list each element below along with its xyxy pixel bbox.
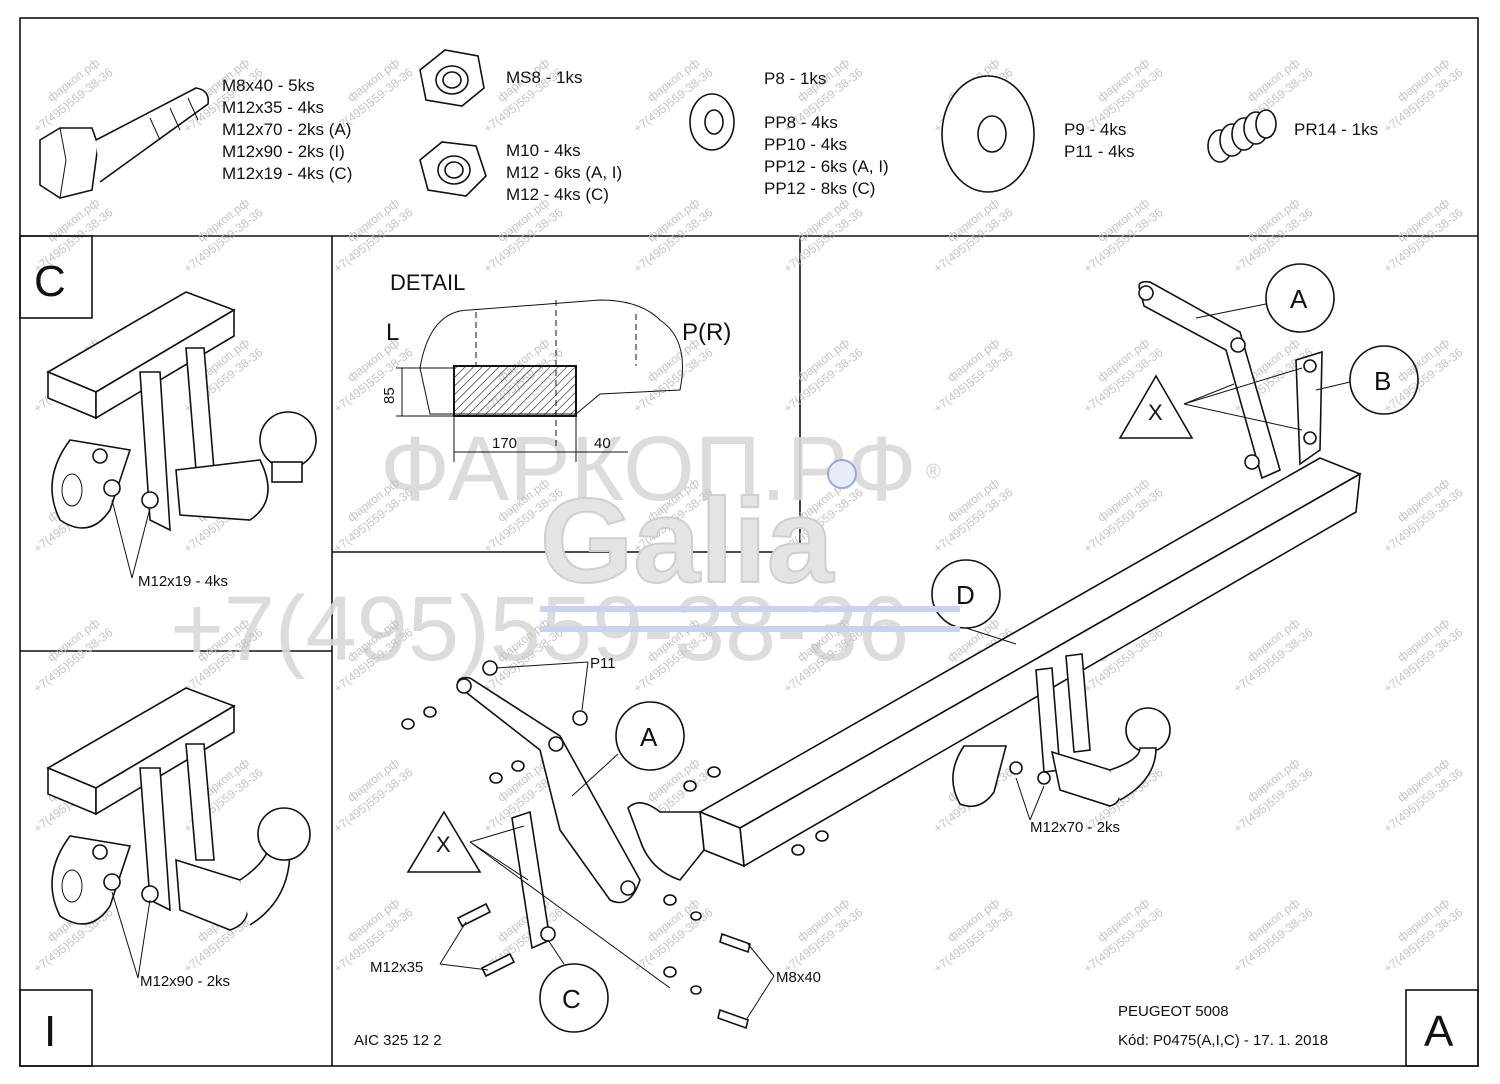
bolt-icon [39,87,210,199]
hardware-row: M8x40 - 5ks M12x35 - 4ks M12x70 - 2ks (A… [39,49,1378,204]
detail-dim-offset: 40 [594,435,611,452]
detail-title: DETAIL [390,270,465,295]
watermark-tile: фаркоп.рф+7(495)559-38-36 [1381,895,1466,975]
hitch-c-drawing [46,291,317,532]
callout-d: D [956,580,975,610]
watermark-brand-cyr: ФАРКОП.РФ [380,418,917,520]
watermark-tile: фаркоп.рф+7(495)559-38-36 [31,55,116,135]
panel-c: C M12x19 - 4ks [19,235,317,590]
nut-ms8-label: MS8 - 1ks [506,68,583,87]
bolts-line-2: M12x35 - 4ks [222,98,324,117]
watermark-tile: фаркоп.рф+7(495)559-38-36 [1231,195,1316,275]
washer-small-line-5: PP12 - 8ks (C) [764,179,875,198]
nuts-line-1: M10 - 4ks [506,141,581,160]
washer-large-line-1: P9 - 4ks [1064,120,1126,139]
watermark-tile: фаркоп.рф+7(495)559-38-36 [931,335,1016,415]
bolts-line-4: M12x90 - 2ks (I) [222,142,345,161]
watermark-tile: фаркоп.рф+7(495)559-38-36 [1381,195,1466,275]
nuts-line-3: M12 - 4ks (C) [506,185,609,204]
main-assembly [401,280,1362,1030]
brand-reg: ® [926,461,941,483]
detail-panel: DETAIL L P(R) 85 170 40 [381,270,731,462]
watermark-tile: фаркоп.рф+7(495)559-38-36 [181,755,266,835]
watermark-tile: фаркоп.рф+7(495)559-38-36 [1231,615,1316,695]
bolts-line-1: M8x40 - 5ks [222,76,315,95]
watermark-tile: фаркоп.рф+7(495)559-38-36 [1231,755,1316,835]
watermark-tile: фаркоп.рф+7(495)559-38-36 [931,195,1016,275]
watermark-tile: фаркоп.рф+7(495)559-38-36 [1081,475,1166,555]
washer-small-line-2: PP8 - 4ks [764,113,838,132]
washer-large-line-2: P11 - 4ks [1064,142,1135,161]
spring-label: PR14 - 1ks [1294,120,1378,139]
nuts-list: M10 - 4ks M12 - 6ks (A, I) M12 - 4ks (C) [506,141,622,204]
brand-watermark: Galia ® [539,459,960,632]
large-washers-list: P9 - 4ks P11 - 4ks [1064,120,1135,161]
watermark-tile: фаркоп.рф+7(495)559-38-36 [1381,615,1466,695]
watermark-tile: фаркоп.рф+7(495)559-38-36 [481,195,566,275]
watermark-tile: фаркоп.рф+7(495)559-38-36 [481,55,566,135]
watermark-tile: фаркоп.рф+7(495)559-38-36 [781,195,866,275]
small-washer-icon [689,93,735,151]
watermark-tile: фаркоп.рф+7(495)559-38-36 [1381,475,1466,555]
watermark-tile: фаркоп.рф+7(495)559-38-36 [631,195,716,275]
titleblock-letter: A [1424,1007,1454,1056]
watermark-tile: фаркоп.рф+7(495)559-38-36 [781,335,866,415]
watermark-tile: фаркоп.рф+7(495)559-38-36 [781,895,866,975]
triangle-x-top: X [1148,400,1163,425]
watermark-tile: фаркоп.рф+7(495)559-38-36 [1381,755,1466,835]
watermark-tile: фаркоп.рф+7(495)559-38-36 [31,615,116,695]
detail-dim-height: 85 [381,387,398,404]
panel-c-callout: M12x19 - 4ks [138,573,228,590]
panel-i-callout: M12x90 - 2ks [140,973,230,990]
title-block: AIC 325 12 2 PEUGEOT 5008 Kód: P0475(A,I… [354,989,1479,1067]
watermark-tile: фаркоп.рф+7(495)559-38-36 [1231,895,1316,975]
main-callouts: A B X D P11 A X M12x70 - 2ks M12x35 M8x4… [370,263,1419,1033]
panel-c-letter: C [34,257,66,306]
watermark-tile: фаркоп.рф+7(495)559-38-36 [931,895,1016,975]
m12x70-label: M12x70 - 2ks [1030,819,1120,836]
p11-label: P11 [590,655,616,672]
watermark-tile: фаркоп.рф+7(495)559-38-36 [1081,195,1166,275]
watermark-tile: фаркоп.рф+7(495)559-38-36 [1381,55,1466,135]
watermark-tile: фаркоп.рф+7(495)559-38-36 [1081,895,1166,975]
washer-small-line-4: PP12 - 6ks (A, I) [764,157,889,176]
spring-icon [1207,109,1277,163]
vehicle-model: PEUGEOT 5008 [1118,1003,1229,1020]
drawing-frame [19,17,1479,1067]
small-washers-list: P8 - 1ks PP8 - 4ks PP10 - 4ks PP12 - 6ks… [764,69,889,198]
panel-i-letter: I [44,1007,56,1056]
hex-nut-icon [419,141,487,197]
nuts-line-2: M12 - 6ks (A, I) [506,163,622,182]
watermark-tile: фаркоп.рф+7(495)559-38-36 [181,195,266,275]
watermark-tile: фаркоп.рф+7(495)559-38-36 [331,755,416,835]
hitch-i-drawing [46,687,311,931]
panel-i: I M12x90 - 2ks [19,687,311,1067]
detail-left-label: L [386,319,399,346]
triangle-x-bottom: X [436,832,451,857]
bolts-line-5: M12x19 - 4ks (C) [222,164,352,183]
washer-small-line-3: PP10 - 4ks [764,135,847,154]
detail-right-label: P(R) [682,319,731,346]
washer-small-line-1: P8 - 1ks [764,69,826,88]
lock-nut-icon [419,49,485,107]
watermark-tile: фаркоп.рф+7(495)559-38-36 [331,195,416,275]
callout-c: C [562,984,581,1014]
callout-a-top: A [1290,284,1308,314]
large-washer-icon [941,75,1035,193]
detail-dim-width: 170 [492,435,517,452]
watermark-tile: фаркоп.рф+7(495)559-38-36 [931,475,1016,555]
aic-code: AIC 325 12 2 [354,1032,442,1049]
product-code: Kód: P0475(A,I,C) - 17. 1. 2018 [1118,1032,1328,1049]
bolts-list: M8x40 - 5ks M12x35 - 4ks M12x70 - 2ks (A… [222,76,352,183]
m8x40-label: M8x40 [776,969,821,986]
callout-a-mid: A [640,722,658,752]
m12x35-label: M12x35 [370,959,423,976]
brand-logo: Galia [540,474,835,608]
callout-b: B [1374,366,1391,396]
bolts-line-3: M12x70 - 2ks (A) [222,120,351,139]
